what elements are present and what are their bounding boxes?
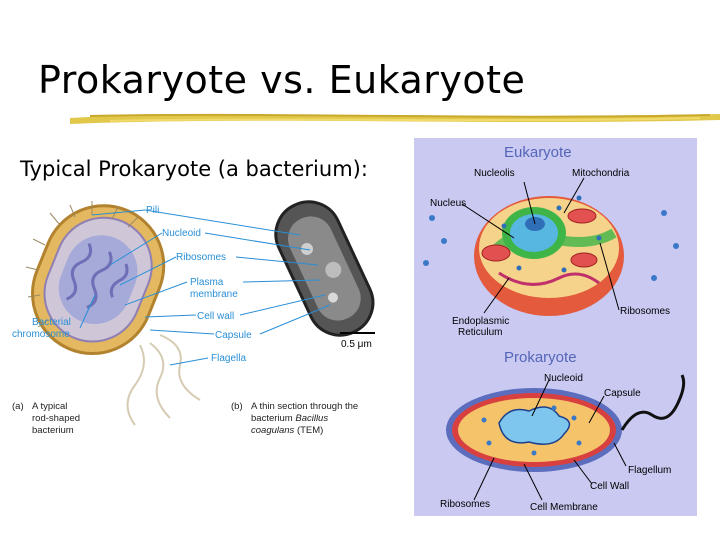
ribosome-dot bbox=[651, 275, 657, 281]
ribosome-dot bbox=[423, 260, 429, 266]
label-bacterial-chromosome-line1: Bacterial bbox=[32, 317, 71, 328]
label-nucleolis: Nucleolis bbox=[474, 168, 515, 179]
scale-label: 0.5 μm bbox=[341, 339, 372, 350]
label-eukaryote-ribosomes: Ribosomes bbox=[620, 306, 670, 317]
title-underline bbox=[70, 106, 720, 128]
caption-b: (b) A thin section through the bacterium… bbox=[231, 401, 358, 436]
label-capsule: Capsule bbox=[215, 330, 252, 341]
ribosome-dot bbox=[661, 210, 667, 216]
prokaryote-heading: Prokaryote bbox=[504, 349, 577, 366]
tem-micrograph bbox=[265, 195, 383, 346]
label-ribosomes: Ribosomes bbox=[176, 252, 226, 263]
ribosome-dot bbox=[429, 215, 435, 221]
rod-bacterium-illustration bbox=[14, 195, 181, 372]
label-endoplasmic-reticulum-line2: Reticulum bbox=[458, 327, 502, 338]
caption-b-marker: (b) bbox=[231, 401, 243, 412]
caption-a-line1: A typical bbox=[32, 401, 67, 412]
label-prokaryote-cell-membrane: Cell Membrane bbox=[530, 502, 598, 513]
label-plasma-membrane-line1: Plasma bbox=[190, 277, 224, 288]
ribosome-dot bbox=[673, 243, 679, 249]
label-pili: Pili bbox=[146, 205, 159, 216]
caption-a-line3: bacterium bbox=[32, 425, 74, 436]
label-nucleus: Nucleus bbox=[430, 198, 466, 209]
label-bacterial-chromosome-line2: chromosome bbox=[12, 329, 70, 340]
label-plasma-membrane-line2: membrane bbox=[190, 289, 238, 300]
label-nucleoid: Nucleoid bbox=[162, 228, 201, 239]
label-prokaryote-nucleoid: Nucleoid bbox=[544, 373, 583, 384]
label-cell-wall: Cell wall bbox=[197, 311, 234, 322]
flagella-strands bbox=[128, 335, 201, 425]
label-flagella: Flagella bbox=[211, 353, 246, 364]
label-prokaryote-capsule: Capsule bbox=[604, 388, 641, 399]
label-mitochondria: Mitochondria bbox=[572, 168, 630, 179]
eukaryote-heading: Eukaryote bbox=[504, 144, 572, 161]
slide-title: Prokaryote vs. Eukaryote bbox=[38, 58, 525, 102]
caption-a-line2: rod-shaped bbox=[32, 413, 80, 424]
caption-a-marker: (a) bbox=[12, 401, 24, 412]
slide-subtitle: Typical Prokaryote (a bacterium): bbox=[20, 157, 368, 181]
eukaryote-cell bbox=[474, 196, 624, 317]
label-endoplasmic-reticulum-line1: Endoplasmic bbox=[452, 316, 509, 327]
label-prokaryote-flagellum: Flagellum bbox=[628, 465, 671, 476]
caption-b-line1: A thin section through the bbox=[251, 401, 358, 412]
prokaryote-diagram: 0.5 μm Pili Nucleoid Ribosomes Plasma me… bbox=[0, 195, 400, 445]
caption-b-line2: bacterium Bacillus bbox=[251, 413, 328, 424]
caption-b-line3: coagulans (TEM) bbox=[251, 425, 323, 436]
label-prokaryote-cell-wall: Cell Wall bbox=[590, 481, 629, 492]
caption-a: (a) A typical rod-shaped bacterium bbox=[12, 401, 80, 436]
ribosome-dot bbox=[441, 238, 447, 244]
label-prokaryote-ribosomes: Ribosomes bbox=[440, 499, 490, 510]
eukaryote-prokaryote-diagram: Eukaryote Nucleolis Mitochondria Nucleus… bbox=[414, 138, 697, 516]
